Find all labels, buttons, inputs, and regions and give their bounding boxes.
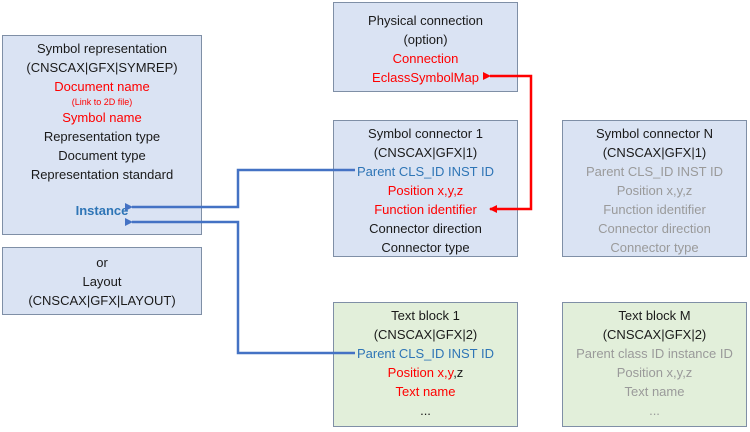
connector1-type: Connector type bbox=[381, 240, 470, 255]
connectorN-code: (CNSCAX|GFX|1) bbox=[602, 145, 707, 160]
text1-position-z: ,z bbox=[453, 365, 464, 380]
physical-eclass-symbol-map: EclassSymbolMap bbox=[372, 70, 479, 85]
text1-position: Position x,y,z bbox=[388, 363, 464, 382]
connector1-direction: Connector direction bbox=[369, 221, 482, 236]
symbol-rep-link-note: (Link to 2D file) bbox=[71, 97, 133, 107]
layout-box: or Layout (CNSCAX|GFX|LAYOUT) bbox=[2, 247, 202, 315]
connectorN-parent: Parent CLS_ID INST ID bbox=[585, 164, 724, 179]
symbol-rep-title: Symbol representation bbox=[36, 41, 168, 56]
connector1-parent: Parent CLS_ID INST ID bbox=[356, 164, 495, 179]
connectorN-type: Connector type bbox=[610, 240, 699, 255]
symbol-rep-document-type: Document type bbox=[58, 148, 146, 163]
connector1-function: Function identifier bbox=[374, 202, 477, 217]
layout-code: (CNSCAX|GFX|LAYOUT) bbox=[28, 293, 176, 308]
connector1-parent-arrow bbox=[125, 168, 355, 211]
symbol-connector-n-box: Symbol connector N (CNSCAX|GFX|1) Parent… bbox=[562, 120, 747, 257]
symbol-rep-symbol-name: Symbol name bbox=[62, 110, 142, 125]
symbol-rep-representation-type: Representation type bbox=[43, 129, 161, 144]
symbol-rep-representation-standard: Representation standard bbox=[30, 167, 174, 182]
text1-parent-arrow bbox=[125, 218, 355, 355]
textM-code: (CNSCAX|GFX|2) bbox=[602, 327, 707, 342]
text-block-m-box: Text block M (CNSCAX|GFX|2) Parent class… bbox=[562, 302, 747, 427]
text1-parent: Parent CLS_ID INST ID bbox=[356, 346, 495, 361]
textM-position: Position x,y,z bbox=[616, 365, 693, 380]
connectorN-direction: Connector direction bbox=[598, 221, 711, 236]
physical-title: Physical connection bbox=[368, 13, 483, 28]
connectorN-position: Position x,y,z bbox=[616, 183, 693, 198]
textM-ellipsis: ... bbox=[649, 403, 660, 418]
text1-name: Text name bbox=[395, 384, 456, 399]
text-block-1-box: Text block 1 (CNSCAX|GFX|2) Parent CLS_I… bbox=[333, 302, 518, 427]
text1-title: Text block 1 bbox=[391, 308, 460, 323]
connector1-code: (CNSCAX|GFX|1) bbox=[373, 145, 478, 160]
connector1-position: Position x,y,z bbox=[387, 183, 464, 198]
text1-code: (CNSCAX|GFX|2) bbox=[373, 327, 478, 342]
physical-option: (option) bbox=[403, 32, 448, 47]
physical-connection: Connection bbox=[392, 51, 459, 66]
layout-or: or bbox=[96, 255, 108, 270]
function-map-arrow bbox=[483, 72, 533, 213]
connectorN-function: Function identifier bbox=[603, 202, 706, 217]
symbol-rep-document-name: Document name bbox=[54, 79, 150, 94]
connector1-title: Symbol connector 1 bbox=[368, 126, 483, 141]
textM-parent: Parent class ID instance ID bbox=[576, 346, 733, 361]
symbol-rep-instance: Instance bbox=[75, 203, 129, 218]
text1-ellipsis: ... bbox=[420, 403, 431, 418]
textM-title: Text block M bbox=[618, 308, 691, 323]
symbol-rep-code: (CNSCAX|GFX|SYMREP) bbox=[26, 60, 178, 75]
symbol-representation-box: Symbol representation (CNSCAX|GFX|SYMREP… bbox=[2, 35, 202, 235]
connectorN-title: Symbol connector N bbox=[595, 126, 714, 141]
text1-position-xy: Position x,y bbox=[387, 365, 454, 380]
layout-title: Layout bbox=[82, 274, 122, 289]
textM-name: Text name bbox=[624, 384, 685, 399]
